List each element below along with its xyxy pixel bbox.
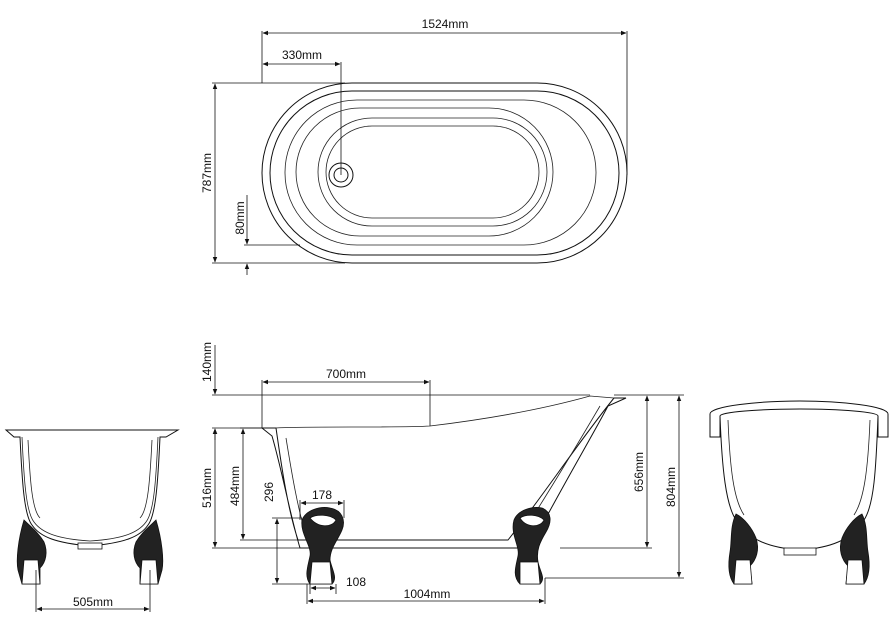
top-view: [261, 82, 628, 264]
dim-waste-height: 296: [262, 482, 310, 585]
dim-end-base-width-label: 505mm: [73, 595, 113, 609]
claw-foot-right-icon: [133, 519, 164, 585]
dim-inner-depth-516-label: 516mm: [200, 468, 214, 508]
dim-slope-length: 700mm: [261, 367, 431, 428]
dim-slope-length-label: 700mm: [326, 367, 366, 381]
dim-top-width-label: 787mm: [200, 153, 214, 193]
dim-foot-spacing-label: 1004mm: [404, 587, 451, 601]
dim-inner-depth-484: 484mm: [228, 427, 298, 541]
dim-waste-offset: 330mm: [262, 48, 342, 175]
dim-top-width: 787mm: [200, 82, 345, 264]
dim-foot-offset-178-label: 178: [312, 488, 332, 502]
dim-inner-depth-516: 516mm: [200, 428, 300, 549]
dim-rim-width: 80mm: [233, 195, 300, 275]
dim-waste-offset-label: 330mm: [282, 48, 322, 62]
dim-foot-offset-178: 178: [299, 488, 345, 520]
dim-foot-spacing: 1004mm: [306, 578, 546, 604]
dim-top-length: 1524mm: [261, 17, 628, 175]
dim-top-length-label: 1524mm: [422, 17, 469, 31]
dim-foot-width-108-label: 108: [346, 575, 366, 589]
dim-high-end-height: 656mm: [560, 394, 652, 549]
dim-rim-width-label: 80mm: [233, 201, 247, 234]
dim-foot-width-108: 108: [309, 575, 366, 594]
dim-rim-height-label: 140mm: [200, 342, 214, 382]
claw-foot-left-icon: [16, 519, 47, 585]
end-claw-foot-right-icon: [840, 513, 870, 585]
end-view-right: [709, 400, 889, 585]
side-claw-foot-left-icon: [301, 507, 344, 585]
dim-waste-height-label: 296: [262, 482, 276, 502]
dim-end-base-width: 505mm: [35, 570, 151, 612]
side-view: [260, 395, 627, 585]
dim-rim-height: 140mm: [200, 342, 590, 440]
dim-overall-height: 804mm: [545, 394, 684, 579]
dim-overall-height-label: 804mm: [664, 467, 678, 507]
dim-inner-depth-484-label: 484mm: [228, 466, 242, 506]
end-claw-foot-left-icon: [728, 513, 758, 585]
side-claw-foot-right-icon: [512, 507, 551, 585]
end-view-left: [4, 429, 180, 585]
dim-high-end-height-label: 656mm: [632, 452, 646, 492]
